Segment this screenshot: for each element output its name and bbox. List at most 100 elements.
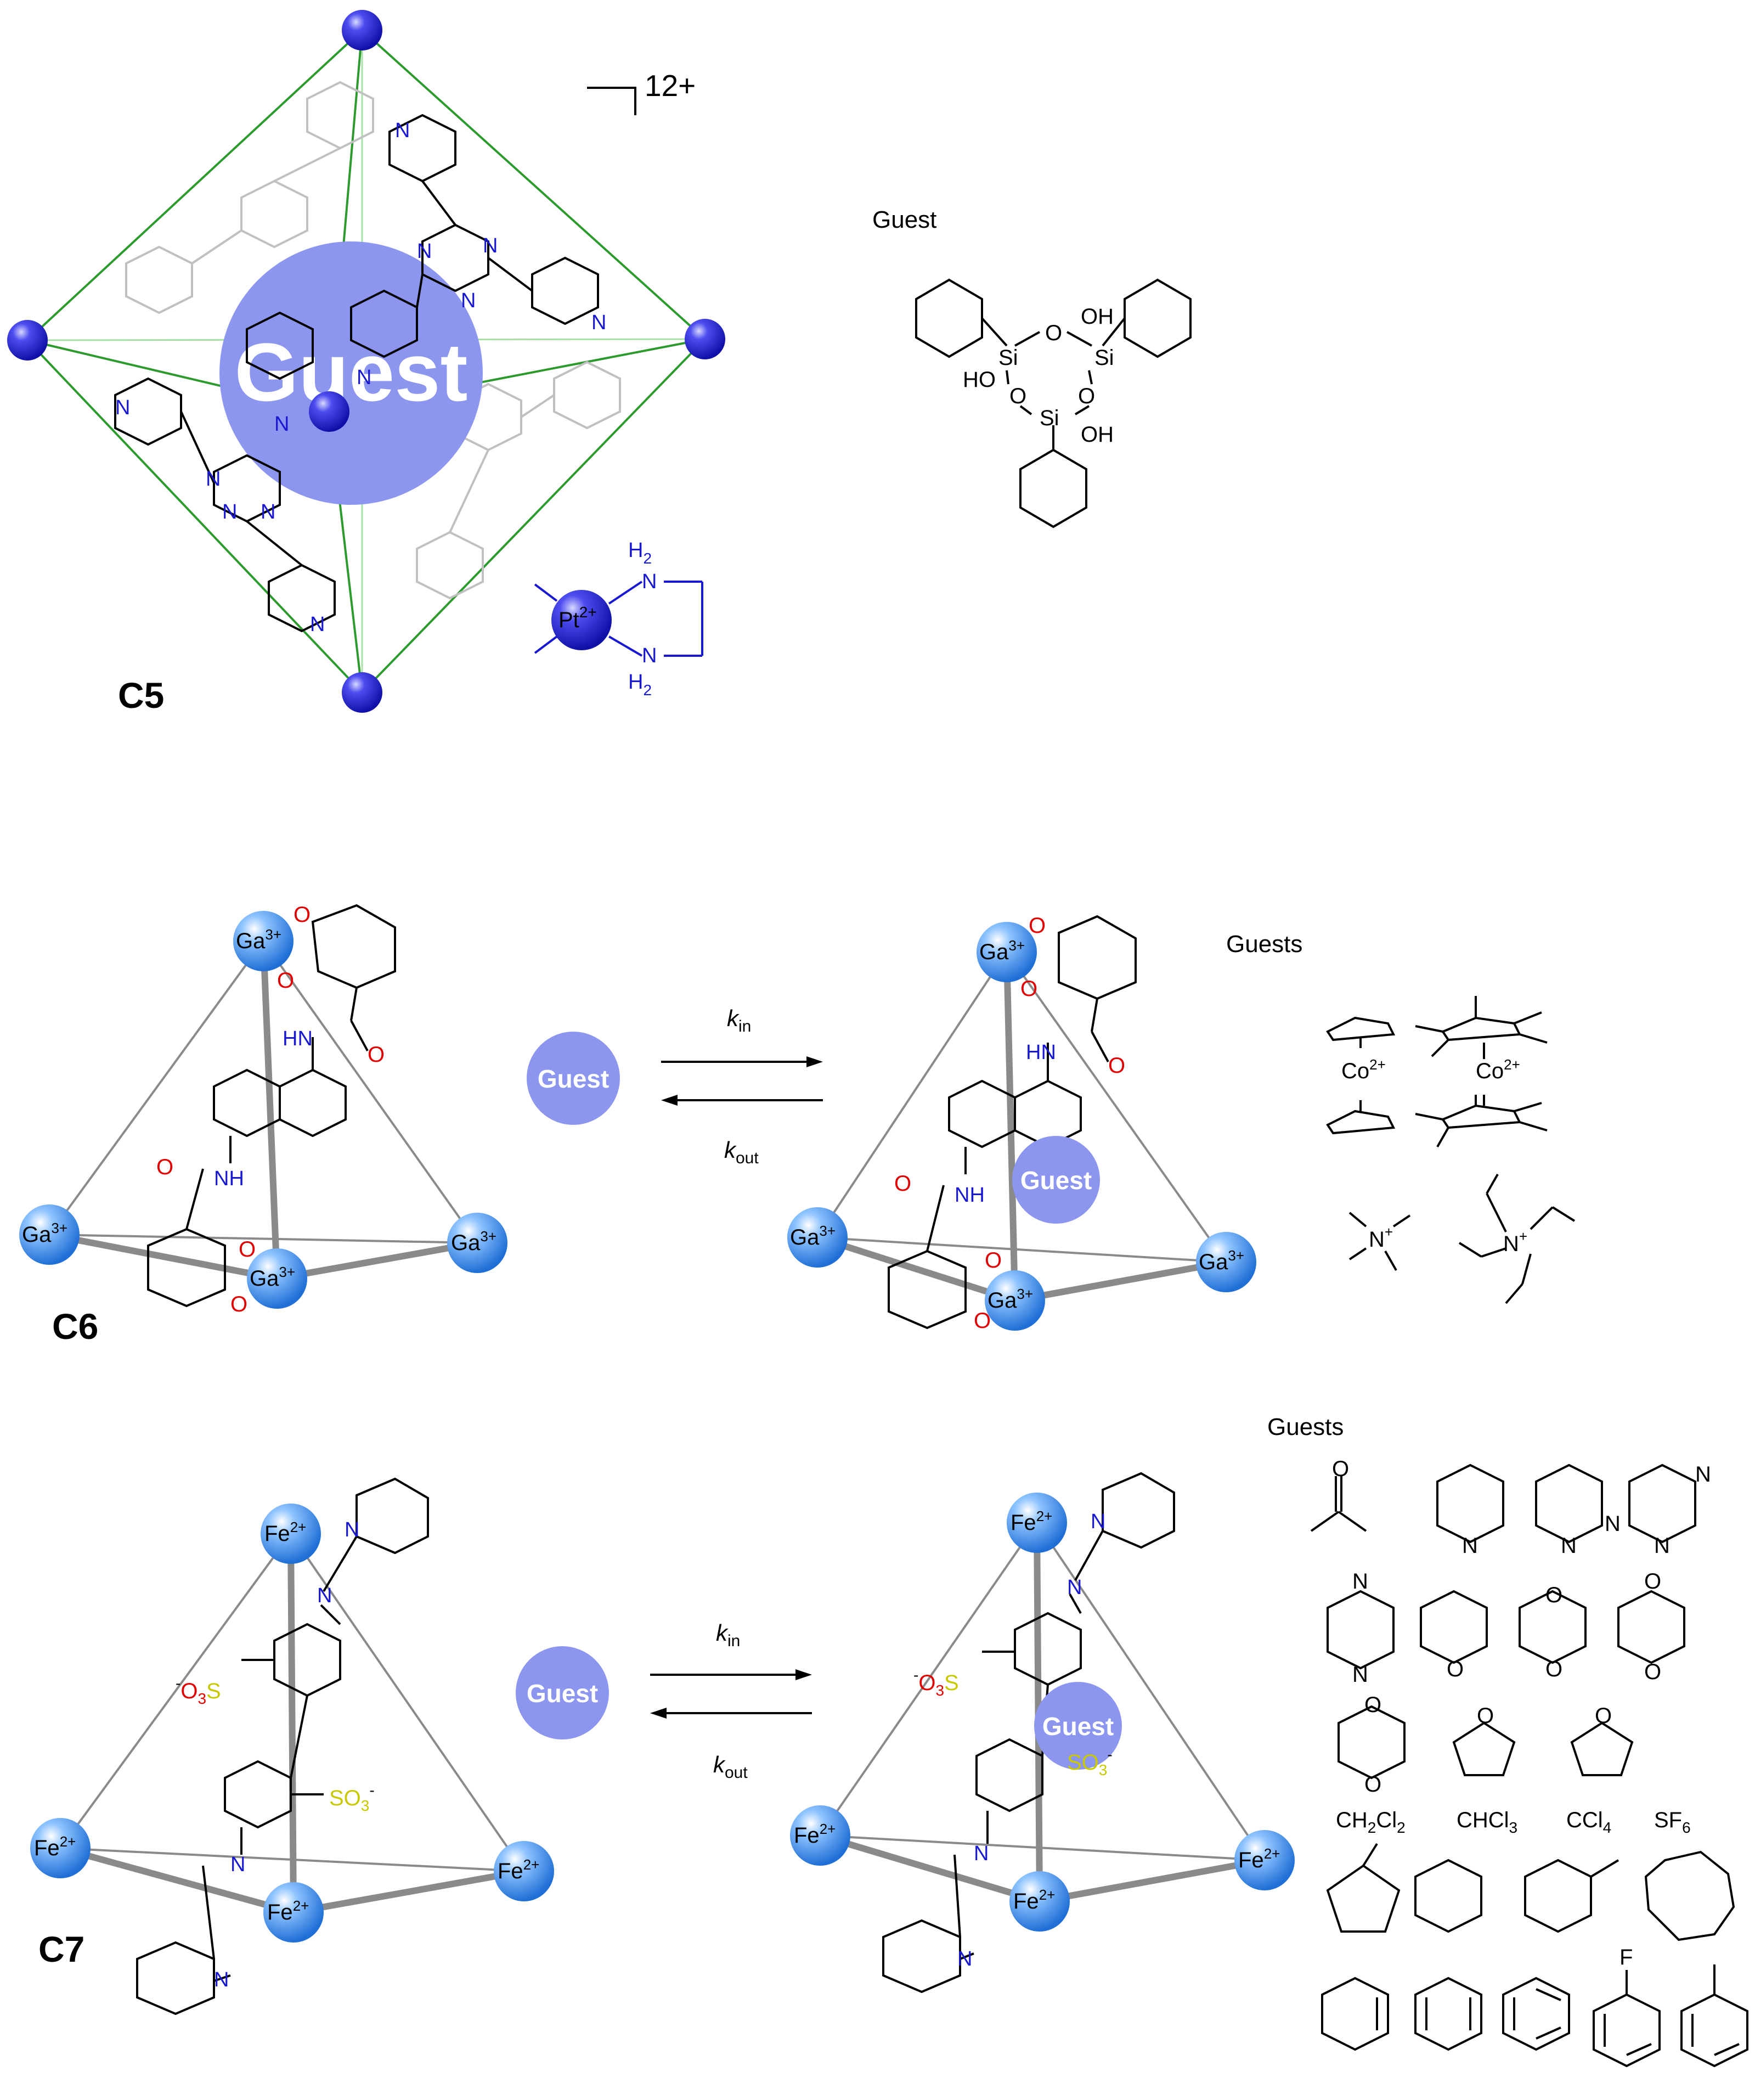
benzene	[1502, 1977, 1570, 2051]
svg-text:N: N	[345, 1518, 359, 1541]
dioxane-13	[1519, 1590, 1587, 1664]
tetramethylammonium: N+	[1348, 1212, 1411, 1271]
svg-text:Co2+: Co2+	[1476, 1056, 1520, 1083]
svg-text:N: N	[642, 644, 657, 667]
svg-text:Fe2+: Fe2+	[264, 1519, 306, 1546]
svg-text:O: O	[985, 1248, 1002, 1273]
svg-text:Ga3+: Ga3+	[790, 1223, 836, 1249]
c6-bound-guest	[1012, 1136, 1100, 1224]
svg-text:OH: OH	[1081, 423, 1114, 447]
svg-text:O: O	[1364, 1772, 1381, 1797]
svg-text:kin: kin	[716, 1620, 740, 1650]
c6-cage-left: O O O HN NH O O O Ga3+ Ga3+ Ga3+ Ga3+	[19, 903, 507, 1316]
svg-text:O: O	[156, 1155, 173, 1179]
solvent-chcl3: CHCl3	[1457, 1808, 1517, 1836]
svg-text:N: N	[1091, 1510, 1105, 1533]
c7-cage-right: Guest N N N N -O3S SO3- Fe2+ Fe2+ Fe2+ F…	[790, 1472, 1295, 1994]
svg-text:Si: Si	[1094, 346, 1114, 370]
svg-text:SO3-: SO3-	[1067, 1746, 1113, 1778]
c5-guest-title: Guest	[872, 206, 936, 233]
svg-text:O: O	[1477, 1704, 1494, 1728]
svg-text:N: N	[1352, 1569, 1368, 1594]
svg-text:N: N	[274, 413, 289, 436]
svg-text:OH: OH	[1081, 305, 1114, 329]
svg-text:Si: Si	[1040, 406, 1059, 430]
svg-text:Fe2+: Fe2+	[1013, 1887, 1055, 1913]
svg-text:Ga3+: Ga3+	[987, 1286, 1033, 1313]
ga-vertex	[447, 1213, 507, 1273]
svg-text:N: N	[1695, 1462, 1711, 1487]
fe-vertex	[790, 1805, 850, 1866]
panel-c6: O O O HN NH O O O Ga3+ Ga3+ Ga3+ Ga3+ C6…	[19, 903, 1576, 1347]
cyclohexane	[1414, 1859, 1482, 1933]
svg-text:kin: kin	[727, 1005, 751, 1035]
svg-text:Ga3+: Ga3+	[451, 1228, 496, 1255]
solvent-ch2cl2: CH2Cl2	[1336, 1808, 1406, 1836]
svg-text:O: O	[294, 903, 311, 927]
svg-text:HO: HO	[963, 368, 996, 392]
ga-vertex	[247, 1248, 307, 1309]
pt-vertex-center	[309, 391, 349, 432]
svg-text:H2: H2	[628, 671, 652, 699]
svg-text:O: O	[1545, 1583, 1562, 1607]
pyrimidine	[1628, 1463, 1696, 1544]
svg-text:O: O	[1545, 1657, 1562, 1681]
svg-text:-O3S: -O3S	[176, 1675, 221, 1707]
svg-text:N: N	[230, 1853, 245, 1876]
c7-bound-guest	[1034, 1682, 1122, 1770]
svg-text:N: N	[206, 468, 221, 491]
svg-text:N: N	[115, 396, 130, 419]
pt-vertex-bottom	[342, 672, 382, 713]
furan	[1570, 1721, 1634, 1776]
pyridazine	[1535, 1463, 1603, 1544]
svg-text:Fe2+: Fe2+	[34, 1833, 76, 1860]
svg-text:N: N	[642, 570, 657, 593]
svg-text:SO3-: SO3-	[329, 1782, 375, 1814]
c5-metal-spheres	[7, 10, 725, 713]
svg-text:O: O	[239, 1237, 256, 1262]
silanol-guest: Si Si Si O O O OH HO OH	[915, 278, 1192, 528]
svg-text:NH: NH	[214, 1167, 244, 1190]
svg-text:N: N	[1462, 1534, 1478, 1558]
fe-vertex	[30, 1818, 91, 1878]
svg-text:N: N	[222, 500, 237, 523]
ga-vertex	[19, 1204, 80, 1265]
dioxane-14	[1617, 1590, 1685, 1664]
svg-text:HN: HN	[1026, 1041, 1056, 1064]
svg-text:NH: NH	[955, 1184, 985, 1207]
c7-label: C7	[38, 1929, 84, 1969]
cyclohexene	[1321, 1977, 1389, 2051]
svg-text:N: N	[1654, 1534, 1670, 1558]
svg-text:N: N	[974, 1842, 989, 1865]
svg-text:Fe2+: Fe2+	[267, 1898, 309, 1924]
c7-free-guest	[516, 1646, 609, 1739]
tetrahydrofuran	[1452, 1721, 1516, 1776]
svg-text:Pt2+: Pt2+	[558, 604, 597, 632]
svg-text:Fe2+: Fe2+	[1238, 1845, 1280, 1872]
svg-text:HN: HN	[283, 1027, 313, 1050]
svg-text:O: O	[1045, 321, 1062, 345]
panel-c5: Guest N N N N N N N N N	[7, 10, 1192, 716]
svg-text:N: N	[214, 1968, 229, 1991]
svg-text:Fe2+: Fe2+	[498, 1856, 539, 1883]
svg-text:kout: kout	[713, 1752, 748, 1782]
c7-equilibrium-arrows: kin kout	[650, 1620, 812, 1782]
svg-text:Ga3+: Ga3+	[250, 1264, 295, 1291]
svg-text:Guest: Guest	[1042, 1712, 1114, 1741]
c6-free-guest	[527, 1032, 620, 1125]
trioxane	[1338, 1705, 1406, 1780]
tetraethylammonium: N+	[1458, 1174, 1576, 1304]
c7-cage-left: N N N N -O3S SO3- Fe2+ Fe2+ Fe2+ Fe2+	[30, 1477, 554, 2015]
ga-vertex	[1196, 1232, 1256, 1292]
c5-label: C5	[118, 675, 164, 716]
c6-cage-right: Guest O O O HN NH O O O Ga3+ Ga3+ Ga3+ G…	[787, 914, 1256, 1333]
svg-text:O: O	[1332, 1457, 1349, 1481]
solvent-ccl4: CCl4	[1566, 1808, 1611, 1836]
svg-text:O: O	[1078, 384, 1095, 408]
fe-spheres-right: Fe2+ Fe2+ Fe2+ Fe2+	[790, 1493, 1295, 1932]
svg-text:N: N	[1605, 1512, 1621, 1536]
ga-spheres-left: Ga3+ Ga3+ Ga3+ Ga3+	[19, 911, 507, 1309]
svg-text:kout: kout	[724, 1137, 759, 1167]
tetrahydropyran	[1420, 1590, 1488, 1664]
c5-nitrogens: N N N N N N N N N N N N	[115, 119, 606, 636]
